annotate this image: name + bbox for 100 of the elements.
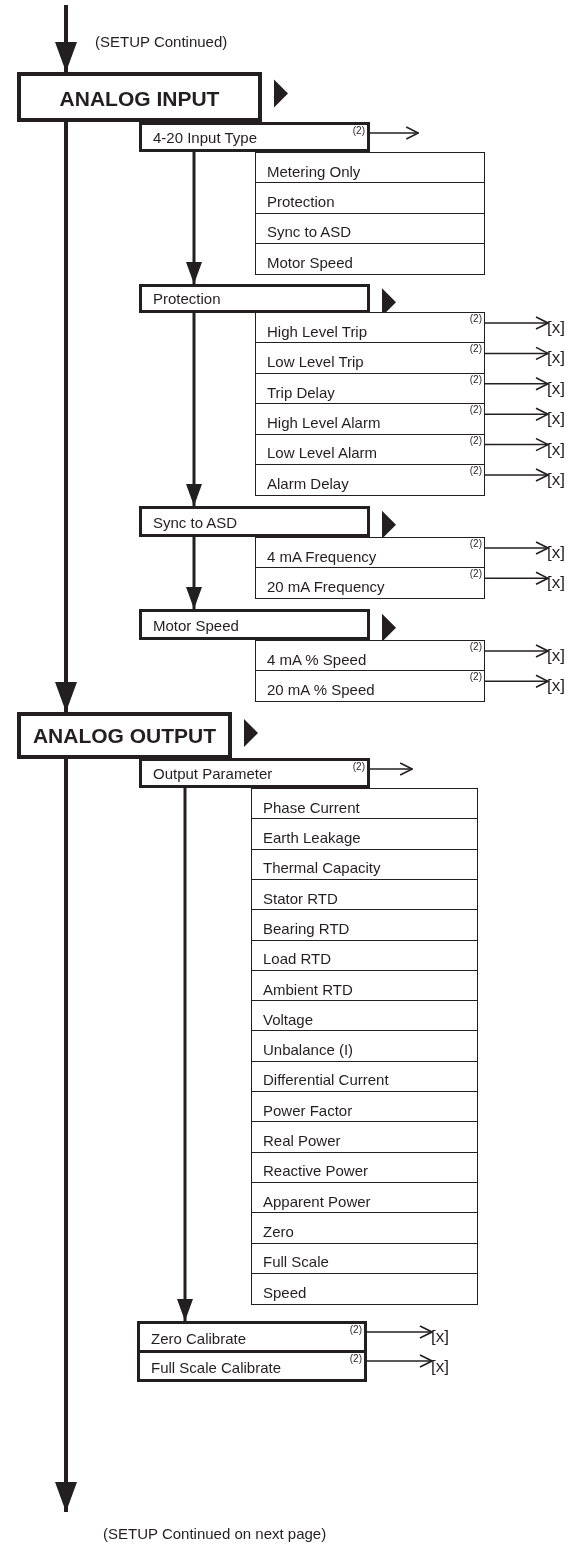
menu-label: Bearing RTD [263, 920, 350, 937]
value-field: [x] [547, 677, 565, 696]
footnote-mark: (2) [469, 313, 482, 324]
arrow [484, 674, 549, 689]
value-field: [x] [547, 349, 565, 368]
option-box [255, 242, 485, 275]
option-box [251, 1242, 478, 1275]
option-box [251, 1091, 478, 1123]
arrow [369, 126, 420, 140]
submenu-box [139, 284, 370, 313]
option-box [255, 372, 485, 405]
footnote-mark: (2) [469, 434, 482, 446]
menu-label: Motor Speed [267, 253, 353, 271]
block-arrow [382, 510, 396, 539]
menu-label: Metering Only [267, 162, 361, 180]
menu-label: Unbalance (I) [263, 1041, 354, 1059]
value-field: [x] [431, 1358, 449, 1376]
arrow [484, 377, 549, 391]
submenu-box [139, 506, 370, 537]
menu-label: 20 mA Frequency [267, 578, 385, 596]
value-field: [x] [547, 471, 565, 489]
block-arrow [244, 718, 258, 747]
arrow [484, 541, 549, 555]
arrow [186, 313, 202, 506]
menu-label: Reactive Power [263, 1162, 369, 1180]
option-box [251, 1151, 478, 1184]
menu-label: Alarm Delay [267, 474, 349, 492]
option-box [251, 939, 478, 972]
arrow [484, 437, 549, 452]
menu-label: Motor Speed [153, 617, 239, 634]
option-box [251, 1212, 478, 1244]
option-box [251, 818, 478, 851]
option-box [255, 403, 485, 436]
arrow [484, 644, 549, 658]
menu-label: High Level Alarm [267, 414, 381, 432]
option-box [251, 788, 478, 820]
arrow [366, 1354, 433, 1368]
footnote-mark: (2) [469, 465, 482, 476]
menu-label: Trip Delay [267, 383, 335, 401]
option-box [251, 1000, 478, 1032]
footnote-mark: (2) [469, 404, 482, 416]
menu-label: 20 mA % Speed [267, 681, 375, 699]
block-arrow [382, 613, 396, 642]
value-field: [x] [547, 647, 565, 665]
option-box [251, 1060, 478, 1093]
footnote-mark: (2) [469, 373, 482, 385]
menu-label: Stator RTD [263, 889, 338, 907]
submenu-box [139, 609, 370, 640]
footnote-mark: (2) [349, 1324, 362, 1335]
menu-label: Thermal Capacity [263, 859, 381, 877]
value-field: [x] [547, 544, 565, 562]
option-box [251, 848, 478, 881]
option-box [255, 212, 485, 245]
option-box [251, 878, 478, 911]
submenu-box [139, 758, 370, 788]
submenu-box [137, 1321, 367, 1353]
menu-label: Earth Leakage [263, 829, 361, 847]
value-field: [x] [547, 440, 565, 459]
menu-label: Sync to ASD [153, 514, 238, 531]
value-field: [x] [431, 1328, 449, 1346]
arrow [484, 316, 549, 330]
value-field: [x] [547, 410, 565, 429]
option-box [255, 182, 485, 215]
option-box [251, 1272, 478, 1305]
menu-label: Protection [153, 290, 221, 307]
menu-label: Zero Calibrate [151, 1329, 247, 1347]
footnote-mark: (2) [469, 671, 482, 683]
arrow [55, 759, 77, 1512]
footnote-mark: (2) [469, 343, 482, 355]
menu-label: Protection [267, 193, 335, 211]
option-box [251, 969, 478, 1002]
menu-label: Ambient RTD [263, 980, 353, 998]
submenu-box [137, 1350, 367, 1382]
option-box [255, 670, 485, 703]
menu-label: High Level Trip [267, 322, 368, 340]
option-box [255, 312, 485, 344]
submenu-box [139, 122, 370, 152]
menu-label: Speed [263, 1283, 307, 1301]
menu-label: Differential Current [263, 1071, 389, 1089]
option-box [255, 152, 485, 184]
menu-heading-box [17, 72, 262, 122]
block-arrow [274, 79, 288, 108]
arrow [484, 407, 549, 421]
menu-label: Load RTD [263, 950, 332, 968]
arrow [484, 468, 549, 482]
menu-label: 4-20 Input Type [153, 129, 257, 146]
menu-label: Apparent Power [263, 1192, 371, 1210]
option-box [255, 342, 485, 375]
option-box [251, 1181, 478, 1214]
menu-label: Phase Current [263, 798, 360, 816]
option-box [251, 1030, 478, 1063]
option-box [255, 464, 485, 496]
menu-label: ANALOG OUTPUT [31, 724, 218, 748]
menu-label: Power Factor [263, 1101, 353, 1119]
menu-label: Sync to ASD [267, 223, 352, 241]
value-field: [x] [547, 319, 565, 337]
menu-label: Output Parameter [153, 765, 273, 782]
continuation-note: (SETUP Continued on next page) [103, 1525, 327, 1542]
menu-label: 4 mA Frequency [267, 547, 377, 565]
footnote-mark: (2) [469, 568, 482, 580]
